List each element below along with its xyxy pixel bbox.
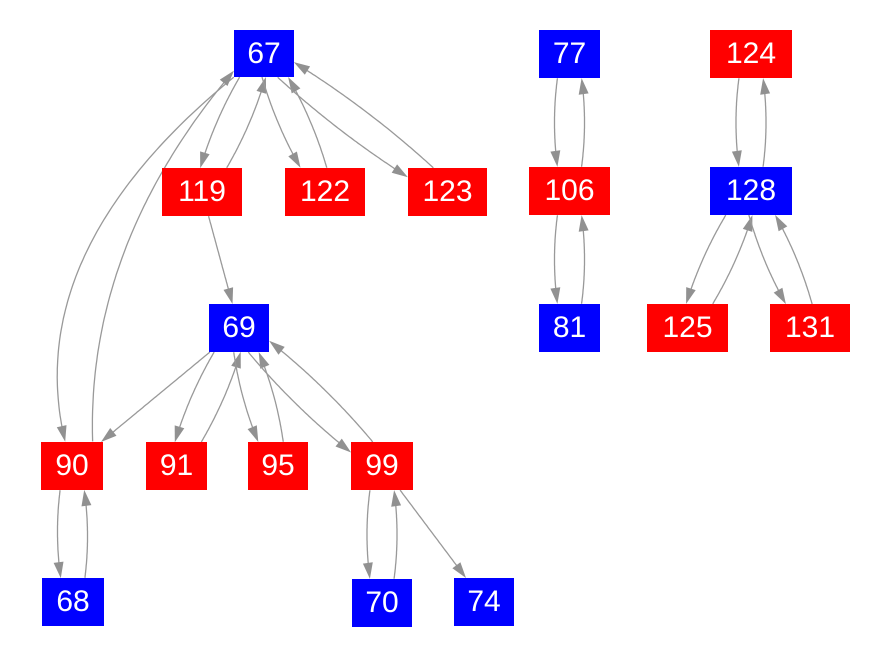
edge-90-to-67	[91, 81, 226, 442]
node-label: 131	[784, 311, 836, 344]
arrowhead-69-to-99	[335, 438, 352, 453]
graph-node-74: 74	[454, 578, 514, 626]
edge-123-to-67	[305, 69, 434, 169]
arrowhead-68-to-90	[81, 489, 92, 507]
graph-node-69: 69	[209, 304, 269, 352]
graph-node-106: 106	[529, 167, 610, 215]
edge-77-to-106	[553, 78, 559, 153]
arrowhead-128-to-124	[760, 78, 771, 95]
graph-node-124: 124	[710, 30, 792, 78]
edge-131-to-128	[781, 226, 813, 305]
edge-124-to-128	[735, 78, 740, 153]
arrowhead-67-to-119	[200, 151, 210, 169]
node-label: 74	[467, 585, 501, 618]
node-label: 69	[222, 311, 256, 344]
node-label: 67	[247, 36, 281, 70]
arrowhead-99-to-74	[452, 562, 466, 578]
arrowhead-99-to-70	[362, 562, 373, 579]
edge-69-to-91	[178, 351, 215, 429]
arrowhead-95-to-69	[258, 352, 270, 369]
arrowhead-69-to-91	[174, 425, 185, 443]
edge-119-to-69	[207, 215, 230, 291]
graph-node-123: 123	[408, 168, 487, 216]
edge-69-to-90	[111, 351, 211, 434]
graph-node-67: 67	[234, 30, 294, 77]
graph-node-119: 119	[162, 168, 242, 216]
graph-node-68: 68	[42, 578, 104, 626]
arrowhead-90-to-68	[53, 561, 64, 579]
edge-95-to-69	[263, 365, 284, 442]
edge-128-to-124	[762, 92, 767, 167]
node-label: 77	[552, 37, 587, 70]
graph-node-95: 95	[248, 442, 308, 490]
node-label: 99	[365, 449, 399, 482]
node-label: 124	[725, 37, 777, 70]
arrowhead-77-to-106	[550, 150, 561, 167]
node-label: 91	[159, 449, 194, 482]
edge-67-to-90	[56, 76, 235, 428]
graph-node-99: 99	[351, 442, 413, 490]
arrowhead-67-to-123	[391, 164, 408, 178]
arrowhead-69-to-95	[247, 425, 259, 442]
edge-99-to-74	[399, 489, 459, 567]
edge-128-to-125	[689, 214, 727, 291]
graph-node-125: 125	[647, 304, 728, 352]
arrowhead-124-to-128	[731, 150, 742, 167]
arrowhead-70-to-99	[391, 490, 402, 507]
edge-67-to-119	[203, 76, 241, 155]
arrowhead-123-to-67	[293, 62, 311, 75]
graph-node-128: 128	[710, 167, 792, 215]
edge-106-to-77	[580, 92, 586, 167]
node-label: 119	[178, 175, 226, 208]
node-label: 81	[552, 311, 587, 344]
node-label: 122	[299, 175, 351, 208]
arrowhead-81-to-106	[578, 215, 589, 232]
edge-125-to-128	[712, 228, 749, 305]
edge-69-to-99	[247, 351, 341, 445]
arrowhead-106-to-81	[550, 287, 561, 304]
node-label: 90	[55, 449, 89, 482]
node-label: 68	[56, 585, 90, 618]
edge-69-to-95	[233, 352, 254, 429]
arrowhead-69-to-90	[101, 428, 117, 442]
node-label: 128	[725, 174, 777, 207]
node-label: 95	[261, 449, 295, 482]
node-label: 106	[544, 174, 595, 207]
graph-node-77: 77	[539, 30, 600, 78]
graph-node-131: 131	[770, 304, 850, 352]
edge-106-to-81	[553, 215, 559, 290]
graph-node-91: 91	[146, 442, 207, 490]
edge-90-to-68	[56, 490, 61, 565]
edge-81-to-106	[580, 229, 586, 304]
edge-67-to-122	[261, 76, 295, 156]
edge-119-to-67	[226, 90, 263, 168]
edge-128-to-131	[748, 214, 780, 293]
edge-70-to-99	[393, 504, 398, 579]
edge-68-to-90	[84, 503, 89, 578]
node-label: 70	[365, 586, 399, 619]
graph-node-122: 122	[285, 168, 365, 216]
edge-91-to-69	[200, 365, 237, 443]
arrowhead-106-to-77	[578, 78, 589, 95]
edge-122-to-67	[294, 89, 328, 168]
arrowhead-119-to-69	[223, 287, 234, 304]
arrowhead-91-to-69	[231, 351, 241, 369]
edge-99-to-70	[366, 490, 371, 565]
node-label: 123	[422, 175, 473, 208]
arrowhead-128-to-131	[773, 287, 786, 305]
graph-node-70: 70	[352, 579, 412, 627]
arrowhead-128-to-125	[686, 287, 696, 304]
arrowhead-131-to-128	[775, 214, 788, 232]
graph-node-90: 90	[41, 442, 103, 490]
edge-99-to-69	[279, 349, 374, 443]
arrowhead-67-to-122	[288, 151, 301, 168]
arrowhead-90-to-67	[219, 70, 234, 86]
graph-node-81: 81	[539, 304, 600, 352]
edge-67-to-123	[277, 76, 397, 171]
node-label: 125	[662, 311, 713, 344]
arrowhead-99-to-69	[269, 340, 285, 355]
arrowhead-67-to-90	[56, 425, 67, 442]
